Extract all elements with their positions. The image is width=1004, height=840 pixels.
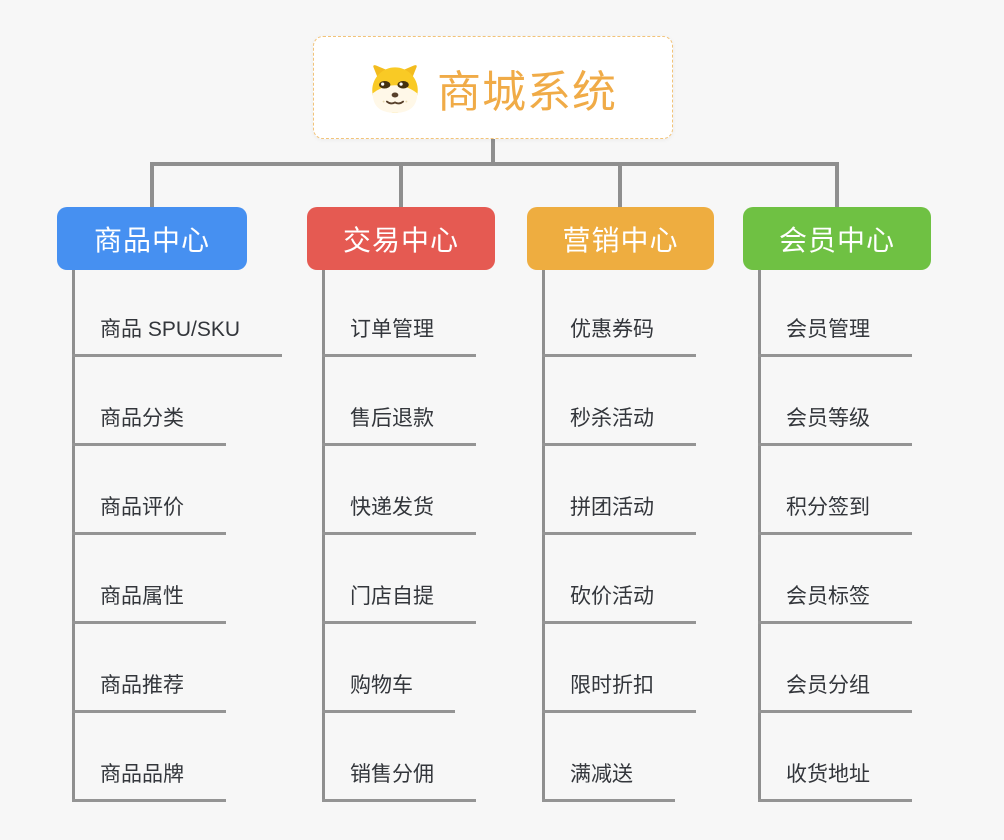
connector-drop-product xyxy=(150,162,154,211)
branch-marketing-center[interactable]: 营销中心 xyxy=(527,207,714,270)
leaf-topic-product-category[interactable]: 商品分类 xyxy=(72,402,226,446)
leaf-topic-product-spu-sku[interactable]: 商品 SPU/SKU xyxy=(72,313,283,357)
connector-column-member xyxy=(758,270,761,801)
leaf-topic-store-pickup[interactable]: 门店自提 xyxy=(322,580,476,624)
leaf-topic-member-level[interactable]: 会员等级 xyxy=(758,402,912,446)
leaf-topic-points-checkin[interactable]: 积分签到 xyxy=(758,491,912,535)
leaf-topic-full-reduction[interactable]: 满减送 xyxy=(542,758,675,802)
leaf-topic-aftersale-refund[interactable]: 售后退款 xyxy=(322,402,476,446)
connector-column-marketing xyxy=(542,270,545,801)
leaf-topic-bargain-activity[interactable]: 砍价活动 xyxy=(542,580,696,624)
connector-drop-trade xyxy=(399,162,403,211)
root-title: 商城系统 xyxy=(437,67,617,117)
leaf-topic-product-brand[interactable]: 商品品牌 xyxy=(72,758,226,802)
branch-trade-center[interactable]: 交易中心 xyxy=(307,207,495,270)
leaf-topic-sales-commission[interactable]: 销售分佣 xyxy=(322,758,476,802)
leaf-topic-express-delivery[interactable]: 快递发货 xyxy=(322,491,476,535)
branch-member-center[interactable]: 会员中心 xyxy=(743,207,931,270)
leaf-topic-group-buy[interactable]: 拼团活动 xyxy=(542,491,696,535)
leaf-topic-coupon-code[interactable]: 优惠券码 xyxy=(542,313,696,357)
leaf-topic-order-management[interactable]: 订单管理 xyxy=(322,313,476,357)
dog-face-icon xyxy=(369,62,421,114)
leaf-topic-product-attribute[interactable]: 商品属性 xyxy=(72,580,226,624)
connector-drop-marketing xyxy=(618,162,622,211)
branch-product-center[interactable]: 商品中心 xyxy=(57,207,247,270)
connector-column-product xyxy=(72,270,75,801)
leaf-topic-product-review[interactable]: 商品评价 xyxy=(72,491,226,535)
connector-column-trade xyxy=(322,270,325,801)
leaf-topic-member-group[interactable]: 会员分组 xyxy=(758,669,912,713)
leaf-topic-flash-sale[interactable]: 秒杀活动 xyxy=(542,402,696,446)
leaf-topic-member-management[interactable]: 会员管理 xyxy=(758,313,912,357)
root-topic[interactable]: 商城系统 xyxy=(313,36,673,139)
connector-drop-member xyxy=(835,162,839,211)
leaf-topic-shipping-address[interactable]: 收货地址 xyxy=(758,758,912,802)
leaf-topic-shopping-cart[interactable]: 购物车 xyxy=(322,669,455,713)
connector-horizontal-bar xyxy=(150,162,839,166)
connector-root-stem xyxy=(491,139,495,166)
leaf-topic-product-recommend[interactable]: 商品推荐 xyxy=(72,669,226,713)
leaf-topic-member-tag[interactable]: 会员标签 xyxy=(758,580,912,624)
leaf-topic-limited-discount[interactable]: 限时折扣 xyxy=(542,669,696,713)
